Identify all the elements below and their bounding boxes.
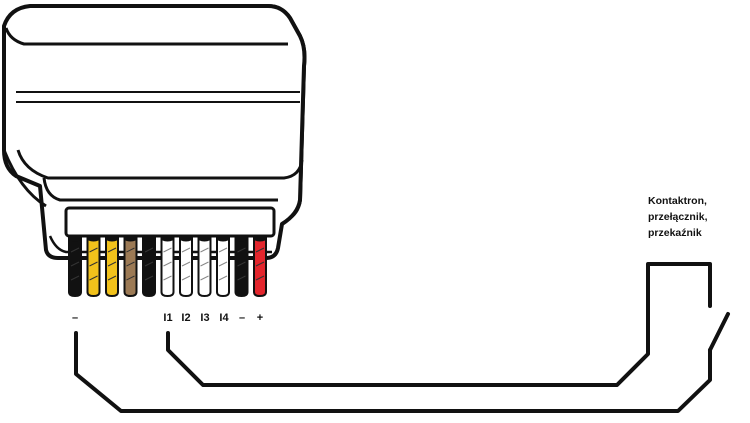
wire-white <box>216 234 230 298</box>
wire-yellow <box>105 234 119 298</box>
wire-red <box>253 234 267 298</box>
switch-note-line3: przekaźnik <box>648 227 702 239</box>
wire-negative-to-switch <box>74 331 712 413</box>
label-positive: + <box>257 312 263 324</box>
label-i2: I2 <box>181 312 190 324</box>
wire-white <box>160 234 175 298</box>
switch-note-line2: przełącznik, <box>648 211 708 223</box>
module-housing-icon <box>2 4 307 260</box>
label-negative-left: – <box>72 312 78 324</box>
switch-contact-icon <box>708 312 730 352</box>
label-negative-right: – <box>239 312 245 324</box>
label-i3: I3 <box>200 312 209 324</box>
terminal-labels: – I1 I2 I3 I4 – + <box>72 312 263 324</box>
wire-yellow <box>86 234 101 298</box>
wire-black <box>234 234 249 298</box>
switch-note-line1: Kontaktron, <box>648 195 707 207</box>
wire-white <box>197 234 212 298</box>
wire-black <box>142 234 156 298</box>
label-i1: I1 <box>163 312 172 324</box>
wire-i1-to-switch <box>166 262 712 387</box>
wire-black <box>68 234 82 298</box>
wire-brown <box>123 234 138 298</box>
wire-white <box>179 234 193 298</box>
wire-bundle <box>68 234 267 298</box>
label-i4: I4 <box>219 312 229 324</box>
